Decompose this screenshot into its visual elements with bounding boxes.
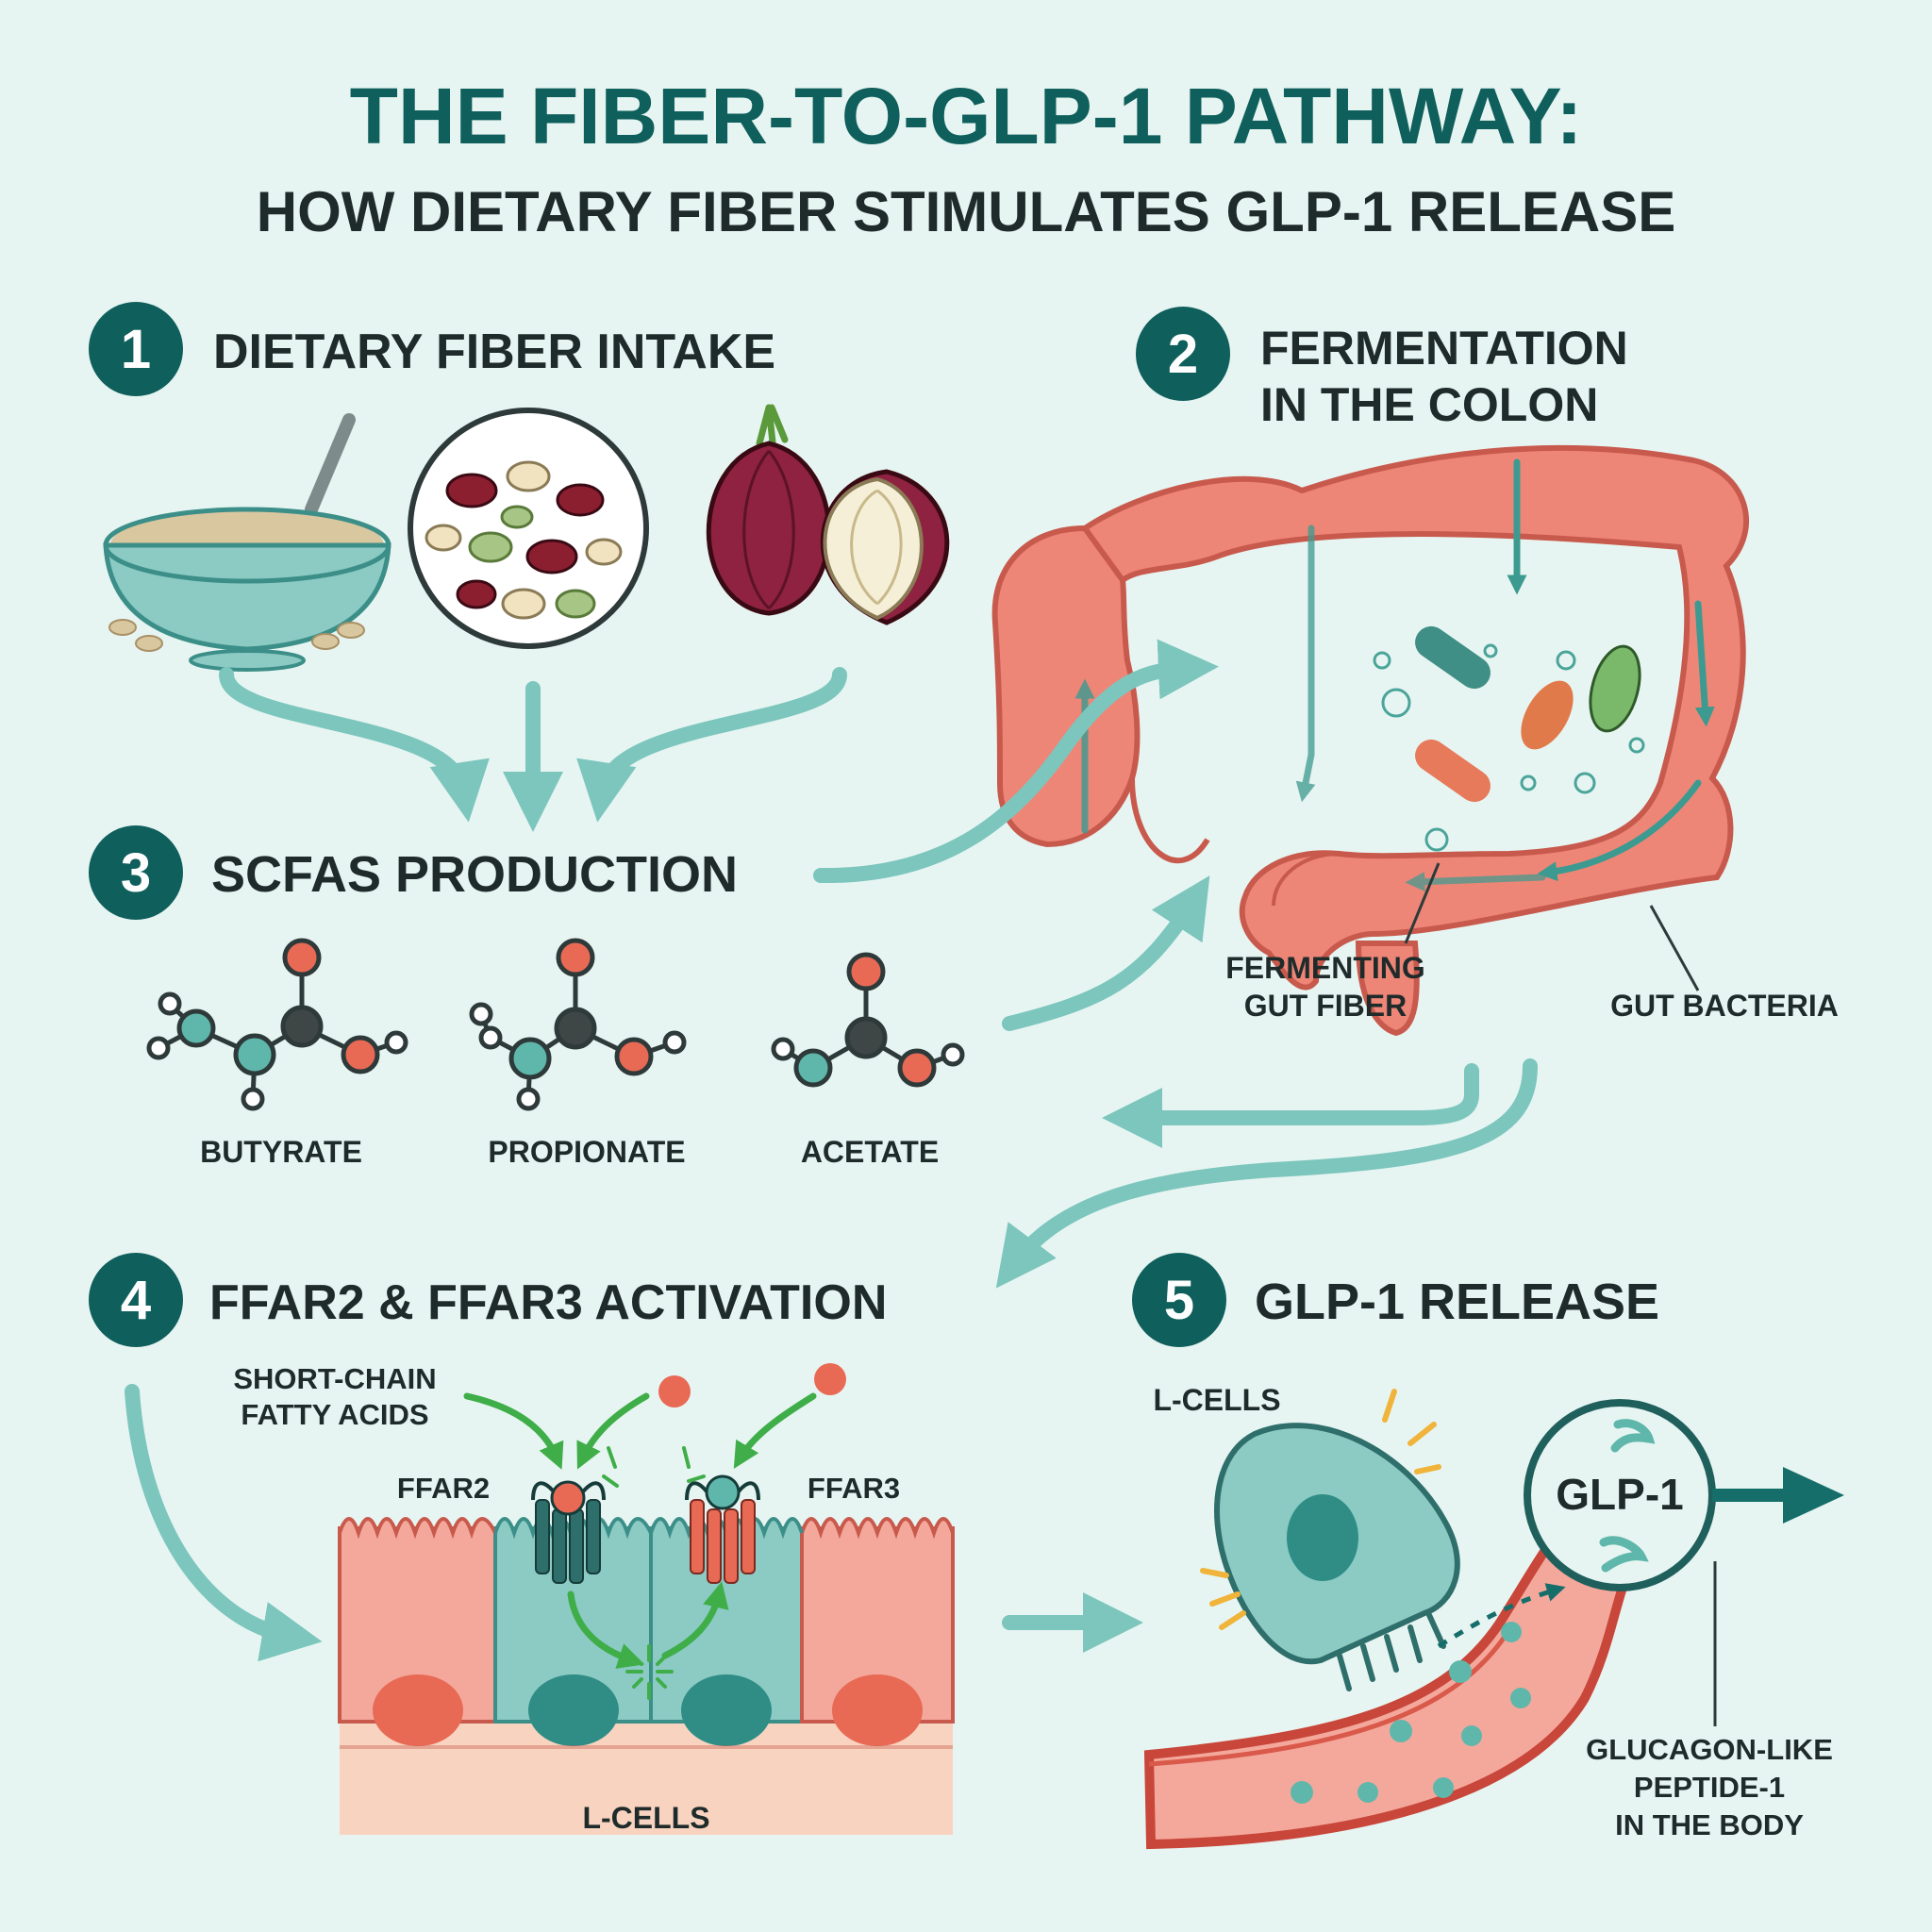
glp1-particles (1291, 1622, 1531, 1804)
step-4-title: FFAR2 & FFAR3 ACTIVATION (209, 1275, 887, 1330)
signaling-arrows (463, 1392, 817, 1669)
label-ffar3: FFAR3 (808, 1472, 900, 1505)
step-1-badge (89, 302, 183, 396)
glp1-outflow-arrow (1712, 1467, 1844, 1524)
glp1-badge: GLP-1 (1524, 1399, 1716, 1591)
label-scfa-1: SHORT-CHAIN (233, 1362, 436, 1395)
l-cell-secreting (1214, 1423, 1460, 1691)
secretion-dashed-arrow (1437, 1583, 1566, 1649)
colon-to-ffar-arrows (995, 1058, 1538, 1289)
step-1-title: DIETARY FIBER INTAKE (213, 325, 775, 379)
step-2-badge (1136, 307, 1230, 401)
label-ffar2: FFAR2 (397, 1472, 490, 1505)
free-scfa-molecule-2 (814, 1363, 846, 1395)
step-5-title: GLP-1 RELEASE (1255, 1274, 1659, 1330)
secretion-burst (1200, 1389, 1441, 1630)
propionate-molecule (469, 938, 687, 1111)
beans-plate-illustration (408, 408, 649, 649)
fermenting-fiber-pointer (1404, 862, 1441, 944)
colon-illustration (991, 444, 1750, 1037)
label-lcells-bottom: L-CELLS (582, 1801, 709, 1835)
label-glp1-desc-2: PEPTIDE-1 (1634, 1771, 1785, 1804)
label-fermenting-2: GUT FIBER (1244, 989, 1407, 1023)
step-3-badge (89, 825, 183, 920)
step-4-badge (89, 1253, 183, 1347)
oat-bowl-illustration (103, 413, 391, 672)
step4-flow-arrows (125, 1384, 1143, 1662)
label-glp1-desc-3: IN THE BODY (1615, 1808, 1804, 1841)
arrow-colon-down-2 (995, 1058, 1538, 1289)
scfa-to-colon-arrows (813, 639, 1219, 1031)
step-5-badge (1132, 1253, 1226, 1347)
label-scfa-2: FATTY ACIDS (241, 1398, 428, 1431)
step-5-number: 5 (1164, 1270, 1194, 1331)
step-1-header: 1 DIETARY FIBER INTAKE (89, 302, 775, 396)
onions-illustration (706, 404, 950, 625)
arrow-molecules-to-colon (1002, 875, 1210, 1031)
step-3-title: SCFAS PRODUCTION (211, 846, 738, 903)
colon-flow-arrows (1074, 458, 1715, 892)
label-fermenting-1: FERMENTING (1225, 951, 1425, 985)
activation-burst (602, 1446, 706, 1700)
ffar2-receptor (531, 1480, 606, 1584)
title-line-2: HOW DIETARY FIBER STIMULATES GLP-1 RELEA… (257, 180, 1676, 243)
step-2-header: 2 FERMENTATION IN THE COLON (1136, 307, 1628, 431)
step-2-title-line-1: FERMENTATION (1260, 322, 1628, 375)
step-2-number: 2 (1168, 324, 1198, 385)
arrow-colon-down-1 (1102, 1063, 1479, 1148)
acetate-molecule (771, 952, 965, 1088)
label-propionate: PROPIONATE (488, 1135, 685, 1169)
gut-bacteria-pointer (1649, 905, 1700, 991)
arrow-step4-down (125, 1384, 323, 1662)
step-3-number: 3 (121, 842, 151, 904)
label-glp1-desc-1: GLUCAGON-LIKE (1586, 1733, 1833, 1766)
step-1-number: 1 (121, 319, 151, 380)
label-lcells-top: L-CELLS (1153, 1383, 1280, 1417)
gut-bacteria-illustration (1373, 625, 1645, 852)
butyrate-molecule (146, 938, 408, 1111)
ffar3-receptor (685, 1474, 760, 1584)
label-acetate: ACETATE (801, 1135, 939, 1169)
intestinal-epithelium (338, 1517, 955, 1835)
step-4-header: 4 FFAR2 & FFAR3 ACTIVATION (89, 1253, 887, 1347)
label-butyrate: BUTYRATE (200, 1135, 362, 1169)
arrow-scfa-to-colon (813, 639, 1219, 884)
title-line-1: THE FIBER-TO-GLP-1 PATHWAY: (350, 72, 1583, 160)
step1-converging-arrows (219, 667, 847, 832)
free-scfa-molecule-1 (658, 1375, 691, 1407)
arrow-from-oats (219, 667, 490, 823)
arrow-from-onions (576, 667, 847, 823)
label-gut-bacteria: GUT BACTERIA (1610, 989, 1839, 1023)
glp1-badge-label: GLP-1 (1556, 1470, 1683, 1519)
step-4-number: 4 (121, 1270, 151, 1331)
step-2-title-line-2: IN THE COLON (1260, 378, 1598, 431)
step-3-header: 3 SCFAS PRODUCTION (89, 825, 738, 920)
step-5-header: 5 GLP-1 RELEASE (1132, 1253, 1659, 1347)
